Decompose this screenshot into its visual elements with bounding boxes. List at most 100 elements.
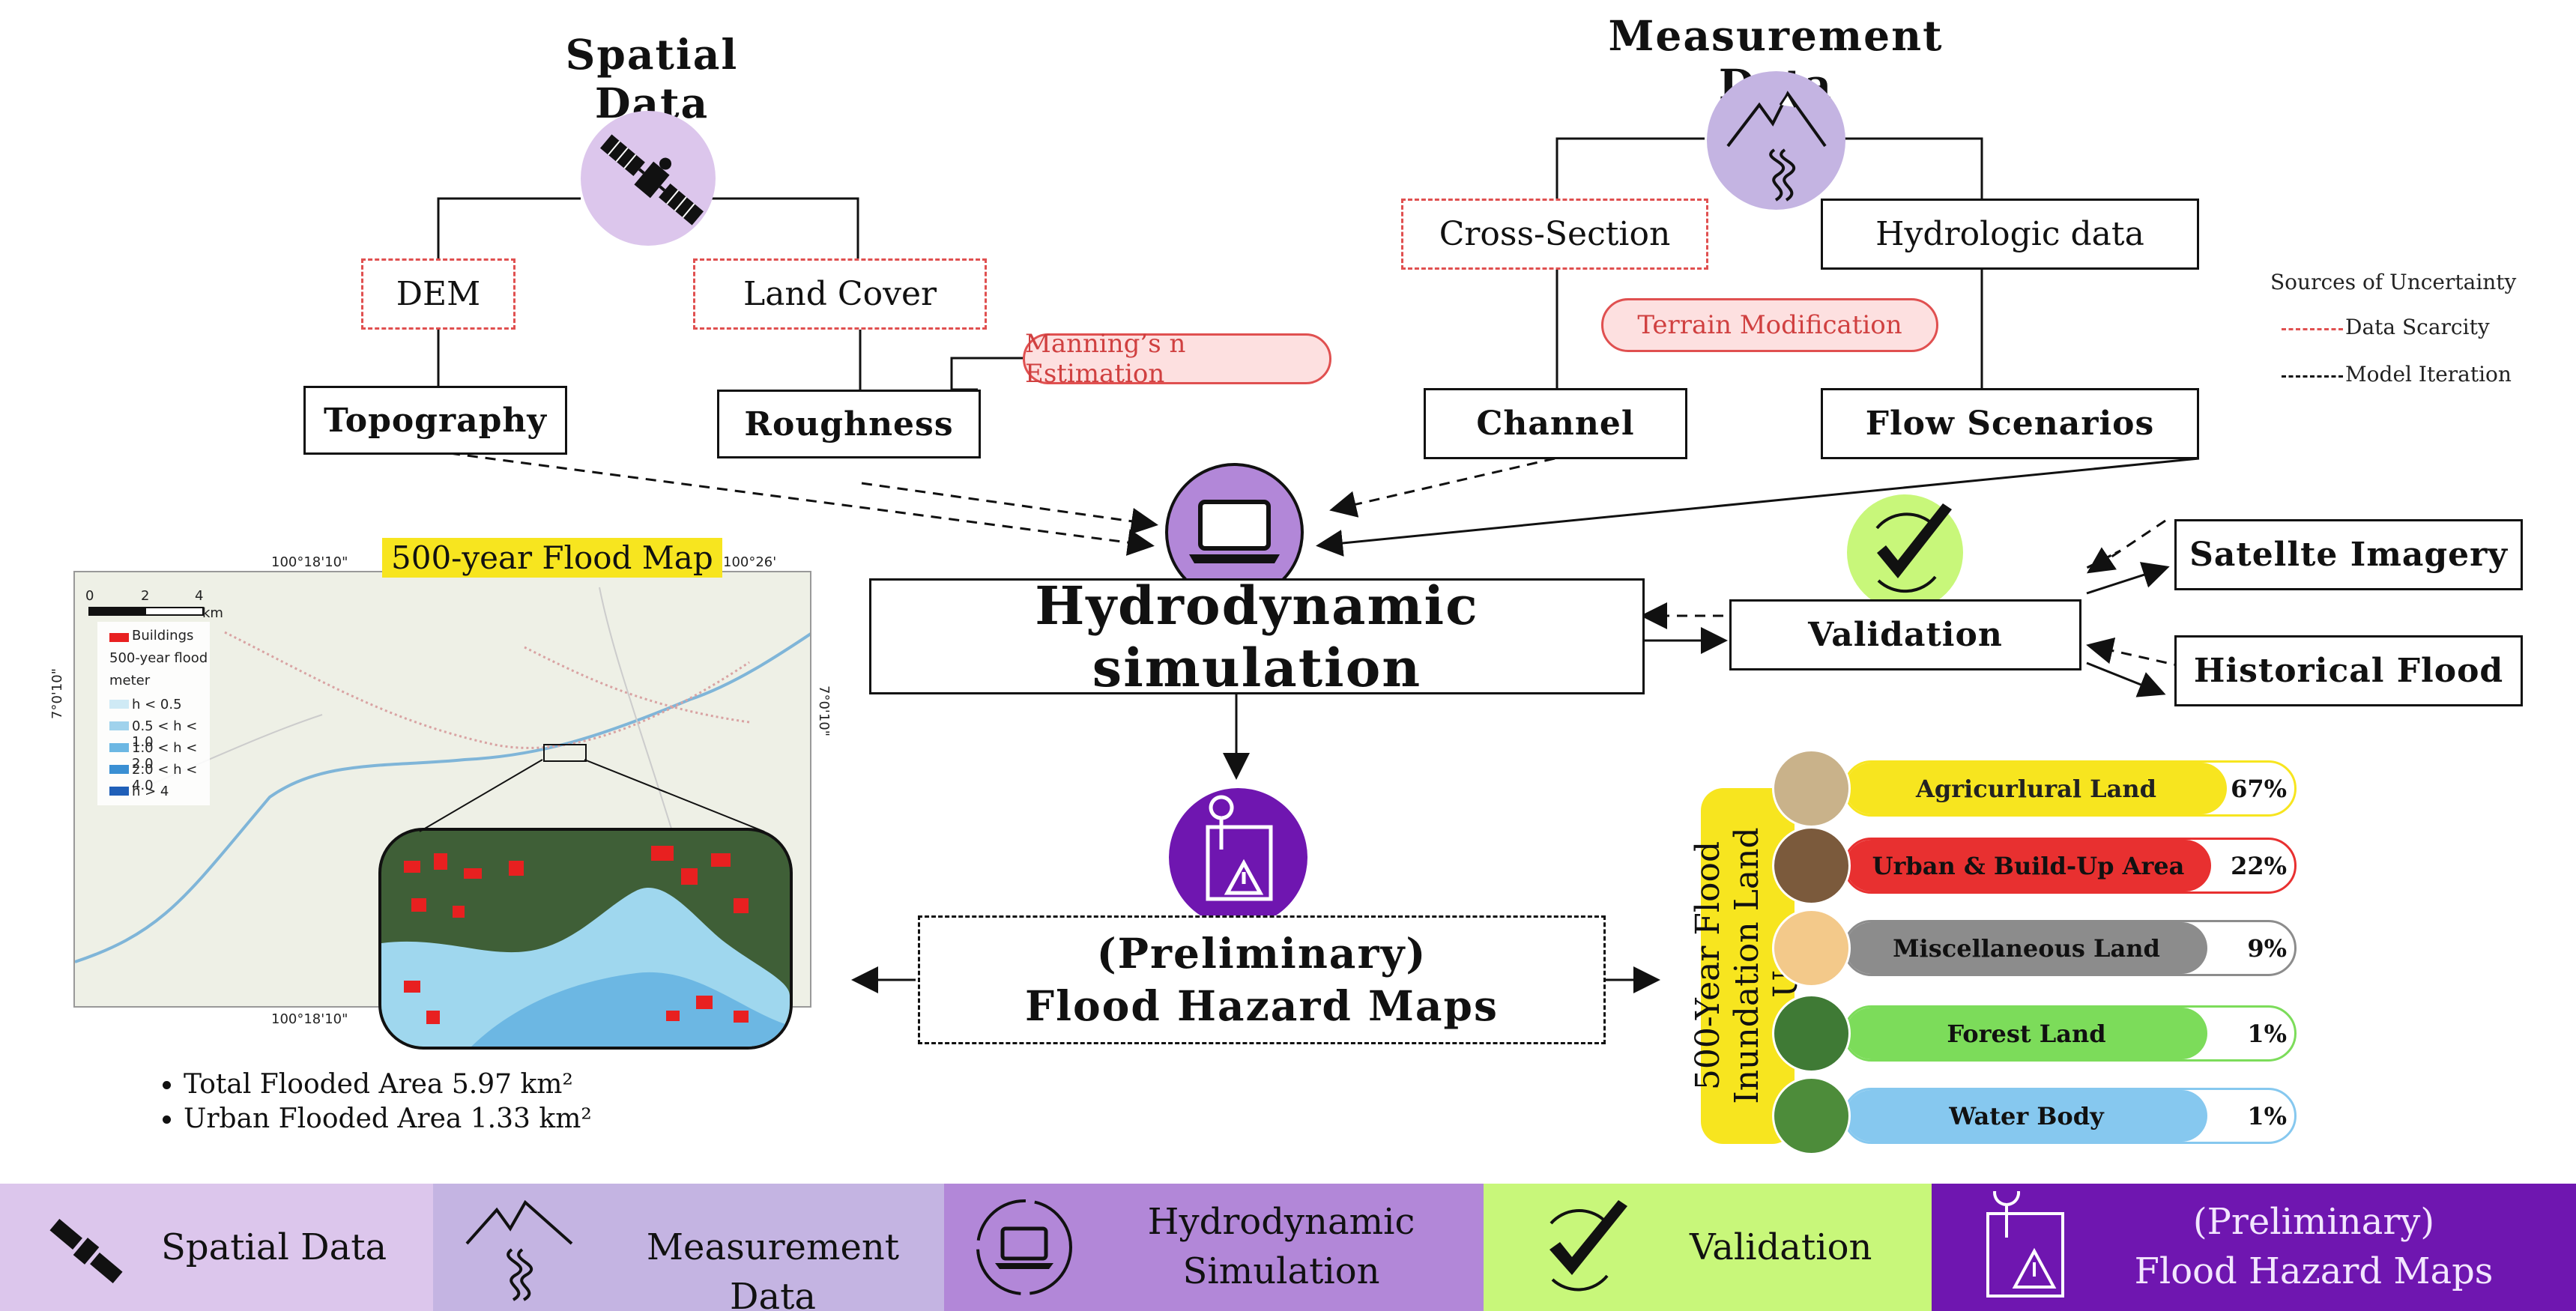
- landuse-bar: Forest Land 1%: [1843, 1005, 2297, 1062]
- data-scarcity-label: Data Scarcity: [2345, 315, 2490, 339]
- landuse-bar: Urban & Build-Up Area 22%: [1843, 838, 2297, 894]
- legend-class-label: 1.0 < h < 2.0: [132, 740, 198, 772]
- mannings-n-pill: Manning’s n Estimation: [1023, 329, 1331, 389]
- landuse-bar-percent: 22%: [2231, 851, 2287, 880]
- landuse-bar-percent: 67%: [2231, 774, 2287, 803]
- scale-0: 0: [85, 588, 94, 604]
- data-scarcity-swatch: [2282, 328, 2343, 330]
- satellite-icon: [600, 134, 704, 225]
- legend-class-swatch: [109, 700, 129, 709]
- footer-measurement-label: Measurement Data: [646, 1226, 900, 1311]
- hazard-map-icon: [1206, 795, 1273, 901]
- landuse-thumbnail-icon: [1772, 826, 1851, 905]
- landuse-bar-label: Water Body: [1845, 1090, 2207, 1142]
- solid-arrows: [851, 457, 2200, 993]
- legend-class-label: h < 0.5: [132, 697, 182, 712]
- landuse-thumbnail-icon: [1772, 994, 1851, 1073]
- legend-class-swatch: [109, 765, 129, 774]
- flood-map-zoom-inset: [378, 828, 793, 1050]
- validation-box: Validation: [1729, 599, 2081, 670]
- footer-simulation: Hydrodynamic Simulation: [944, 1184, 1484, 1311]
- hydrologic-data-box: Hydrologic data: [1821, 199, 2199, 270]
- map-coord-top-left: 100°18'10": [271, 554, 348, 570]
- footer-spatial: Spatial Data: [0, 1184, 433, 1311]
- map-coord-bottom: 100°18'10": [271, 1011, 348, 1027]
- flood-stats-list: Total Flooded Area 5.97 km² Urban Floode…: [161, 1068, 592, 1136]
- legend-buildings: Buildings: [132, 628, 194, 644]
- map-coord-left: 7°0'10": [49, 667, 65, 719]
- footer-measurement: Measurement Data: [433, 1184, 944, 1311]
- urban-flooded-area: Urban Flooded Area 1.33 km²: [184, 1102, 592, 1136]
- footer-validation-label: Validation: [1690, 1226, 1872, 1268]
- map-legend: Buildings 500-year flood meter h < 0.5 0.…: [97, 622, 210, 805]
- landuse-bar-label: Urban & Build-Up Area: [1845, 840, 2211, 891]
- measurement-tree-lines: [1555, 137, 1983, 388]
- scale-2: 2: [141, 588, 150, 604]
- scale-4: 4: [195, 588, 204, 604]
- landuse-bar-label: Forest Land: [1845, 1008, 2207, 1059]
- footer-hazard: (Preliminary) Flood Hazard Maps: [1932, 1184, 2576, 1311]
- hydrodynamic-simulation-box: Hydrodynamic simulation: [869, 575, 1645, 699]
- historical-flood-box: Historical Flood: [2174, 635, 2523, 706]
- footer-mountain-icon: [465, 1199, 573, 1301]
- model-iteration-arrows: [449, 452, 2185, 668]
- laptop-icon: [1189, 500, 1280, 563]
- legend-class-swatch: [109, 787, 129, 796]
- landuse-bar-label: Agricurlural Land: [1845, 763, 2227, 814]
- legend-class-label: 2.0 < h < 4.0: [132, 762, 198, 793]
- footer-validation: Validation: [1484, 1184, 1932, 1311]
- total-flooded-area: Total Flooded Area 5.97 km²: [184, 1068, 592, 1102]
- hazard-map-icon-circle: [1169, 788, 1307, 927]
- flood-map-title: 500-year Flood Map: [382, 538, 722, 578]
- footer-checkmark-icon: [1549, 1200, 1627, 1292]
- legend-class-label: h > 4: [132, 784, 169, 799]
- model-iteration-swatch: [2282, 375, 2343, 378]
- legend-flood-title: 500-year flood: [109, 650, 208, 666]
- landuse-bar-label: Miscellaneous Land: [1845, 922, 2207, 974]
- buildings-swatch: [109, 633, 129, 642]
- map-coord-top-right: 100°26': [723, 554, 777, 570]
- flow-scenarios-box: Flow Scenarios: [1821, 388, 2199, 459]
- footer-spatial-label: Spatial Data: [161, 1226, 387, 1268]
- zoom-inset-detail: [381, 846, 790, 1047]
- legend-meter: meter: [109, 673, 151, 688]
- satellite-imagery-box: Satellte Imagery: [2174, 519, 2523, 590]
- footer-sim-line1: Hydrodynamic: [1147, 1201, 1415, 1243]
- footer-prelim-line2: Flood Hazard Maps: [2134, 1250, 2494, 1292]
- roughness-box: Roughness: [717, 390, 981, 458]
- checkmark-icon: [1875, 503, 1952, 593]
- model-iteration-label: Model Iteration: [2345, 362, 2512, 387]
- mountain-river-icon: [1726, 91, 1827, 202]
- landuse-bar: Miscellaneous Land 9%: [1843, 920, 2297, 976]
- channel-box: Channel: [1424, 388, 1687, 459]
- map-coord-right: 7°0'10": [816, 685, 832, 737]
- preliminary-hazard-maps-box: (Preliminary) Flood Hazard Maps: [918, 915, 1606, 1044]
- map-scale-bar: [88, 607, 204, 616]
- footer-sim-line2: Simulation: [1182, 1250, 1380, 1292]
- landuse-axis-line1: 500-Year Flood: [1689, 841, 1727, 1091]
- landuse-thumbnail-icon: [1772, 1077, 1851, 1155]
- landuse-bar-percent: 1%: [2247, 1019, 2287, 1048]
- footer-satellite-icon: [49, 1218, 123, 1284]
- legend-class-swatch: [109, 721, 129, 730]
- footer-prelim-line1: (Preliminary): [2192, 1201, 2435, 1243]
- landuse-thumbnail-icon: [1772, 749, 1851, 828]
- prelim-line1: (Preliminary): [1096, 929, 1427, 978]
- prelim-line2: Flood Hazard Maps: [1025, 981, 1499, 1030]
- topography-box: Topography: [303, 386, 567, 455]
- legend-class-label: 0.5 < h < 1.0: [132, 718, 198, 750]
- cross-section-box: Cross-Section: [1401, 199, 1708, 270]
- scale-unit: km: [202, 605, 223, 621]
- land-cover-box: Land Cover: [693, 258, 987, 330]
- footer-hazard-map-icon: [1986, 1191, 2064, 1298]
- footer-simulation-label: Hydrodynamic Simulation: [1124, 1197, 1439, 1296]
- dem-box: DEM: [361, 258, 515, 330]
- landuse-bar-percent: 9%: [2247, 933, 2287, 963]
- measurement-data-title: Measurement Data: [1608, 11, 1944, 109]
- terrain-modification-pill: Terrain Modification: [1601, 298, 1938, 352]
- footer-laptop-icon: [976, 1199, 1072, 1295]
